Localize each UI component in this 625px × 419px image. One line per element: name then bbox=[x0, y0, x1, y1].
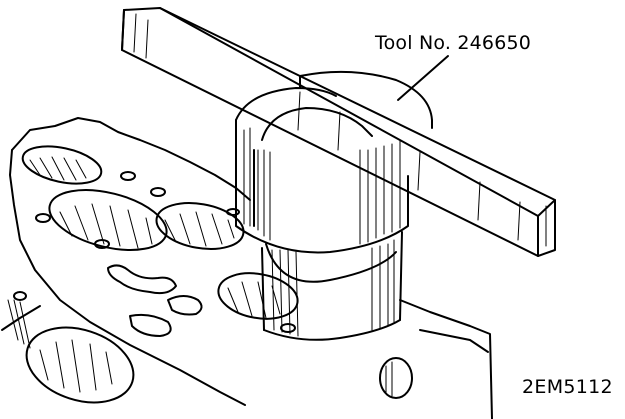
bolt-hole bbox=[226, 208, 240, 216]
tool-bar-shading bbox=[133, 13, 547, 247]
bolt-hole bbox=[280, 323, 296, 333]
block-right-deck bbox=[399, 299, 493, 419]
bolt-hole bbox=[13, 291, 27, 301]
bolt-hole bbox=[150, 187, 166, 197]
wire-loop bbox=[265, 243, 397, 283]
liner-shaft-right bbox=[399, 231, 403, 321]
tool-bar-edge bbox=[121, 7, 539, 217]
tool-callout-label: Tool No. 246650 bbox=[375, 32, 532, 54]
water-passage bbox=[167, 295, 203, 316]
collar-inner-notch bbox=[261, 107, 373, 141]
cylinder-bore-3 bbox=[155, 202, 245, 250]
bolt-hole bbox=[120, 171, 136, 181]
collar-outline bbox=[235, 119, 409, 254]
block-deck-outline bbox=[11, 117, 251, 201]
bore-4-shading bbox=[227, 281, 281, 319]
water-passage bbox=[107, 264, 177, 295]
large-opening bbox=[25, 326, 135, 404]
block-right-face bbox=[419, 329, 489, 353]
figure-code: 2EM5112 bbox=[522, 376, 613, 398]
block-front-edge bbox=[9, 149, 246, 406]
liner-shaft-bottom bbox=[263, 319, 401, 341]
bore-2-shading bbox=[59, 203, 153, 249]
bore-1-shading bbox=[29, 156, 87, 181]
tool-bar-end bbox=[537, 199, 556, 257]
collar-top-rim bbox=[235, 87, 337, 121]
cylinder-bore-1 bbox=[21, 145, 103, 185]
liner-shaft-left bbox=[261, 247, 265, 331]
block-stud bbox=[379, 357, 413, 399]
bolt-hole bbox=[94, 239, 110, 249]
block-lower-edge bbox=[1, 305, 41, 331]
liner-shaft-shading bbox=[271, 239, 395, 337]
water-passage bbox=[129, 313, 172, 337]
lower-left-shading bbox=[7, 299, 31, 349]
large-opening-shading bbox=[39, 339, 113, 393]
bolt-hole bbox=[35, 213, 51, 223]
cylinder-bore-2 bbox=[48, 189, 168, 251]
block-stud-shading bbox=[385, 361, 393, 397]
collar-upper-rim bbox=[299, 70, 433, 129]
bore-3-shading bbox=[164, 211, 235, 247]
collar-shading bbox=[243, 127, 401, 245]
leader-line bbox=[397, 55, 449, 101]
